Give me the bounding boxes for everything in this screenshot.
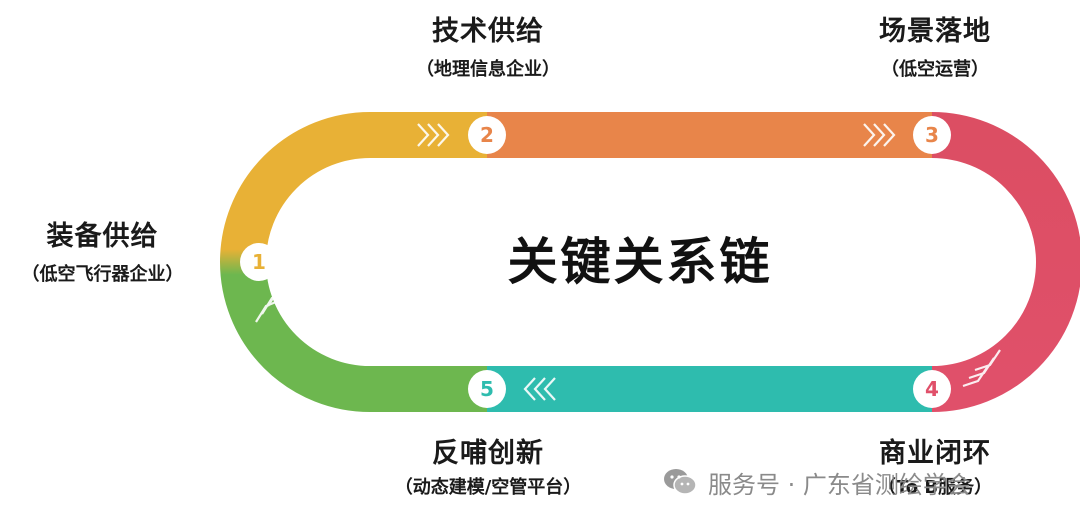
loop-segment-right [931,112,1080,412]
wechat-icon [664,469,697,495]
chevron-arrows-right [962,349,1001,388]
chevron-arrows-left [255,282,294,323]
node-2-subtitle: （地理信息企业） [416,59,560,80]
node-3-label: 场景落地 （低空运营） [835,15,1035,83]
node-2-title: 技术供给 [432,16,544,47]
node-1-number: 1 [252,250,266,274]
node-5: 5 [468,370,506,408]
chevron-arrows-top-right [863,123,896,147]
node-5-label: 反哺创新 （动态建模/空管平台） [368,437,608,501]
node-5-title: 反哺创新 [432,438,544,469]
node-1: 1 [240,243,278,281]
watermark: 服务号 · 广东省测绘学会 [662,462,971,502]
node-4: 4 [913,370,951,408]
chevron-arrows-top-left [417,123,450,147]
chevron-arrows-bottom [523,377,556,401]
node-2: 2 [468,116,506,154]
node-3-title: 场景落地 [879,16,991,47]
node-1-title: 装备供给 [46,221,159,252]
diagram-center-title: 关键关系链 [507,233,773,291]
watermark-text: 服务号 · 广东省测绘学会 [708,470,971,499]
node-5-subtitle: （动态建模/空管平台） [394,477,582,498]
node-3: 3 [913,116,951,154]
node-3-subtitle: （低空运营） [881,59,989,80]
node-5-number: 5 [480,377,494,401]
node-4-number: 4 [925,377,939,401]
node-1-label: 装备供给 （低空飞行器企业） [0,220,205,288]
node-4-title: 商业闭环 [879,438,991,469]
node-3-number: 3 [925,123,939,147]
node-2-number: 2 [480,123,494,147]
node-2-label: 技术供给 （地理信息企业） [378,15,598,83]
node-4-label: 商业闭环 （To B服务） [835,437,1035,501]
node-1-subtitle: （低空飞行器企业） [21,264,184,285]
node-4-subtitle: （To B服务） [877,477,993,498]
